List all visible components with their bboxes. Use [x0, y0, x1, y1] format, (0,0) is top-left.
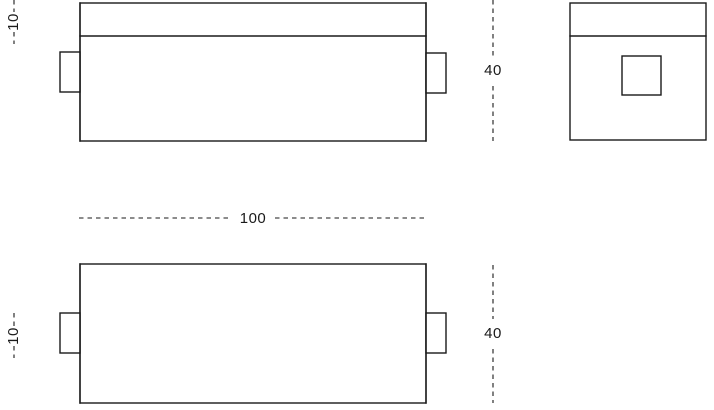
- dimension-100-label: 100: [240, 210, 267, 227]
- side-view-right: [569, 2, 707, 141]
- dimension-40-bottom-right: 40: [484, 265, 502, 403]
- front-view-upper-body: [79, 2, 427, 142]
- dimension-100-middle: 100: [79, 210, 427, 227]
- front-view-lower-tab-left: [59, 312, 81, 354]
- dimension-10-top-left: 10: [5, 0, 22, 44]
- front-view-lower-body: [79, 263, 427, 404]
- dimension-10-top-left-label: 10: [5, 13, 22, 31]
- dimension-40-bottom-right-label: 40: [484, 325, 502, 342]
- dimension-40-top-right-label: 40: [484, 62, 502, 79]
- front-view-upper-tab-left: [59, 51, 81, 93]
- front-view-upper: [59, 2, 447, 142]
- dimension-40-top-right: 40: [484, 0, 502, 141]
- dimension-10-bottom-left-label: 10: [5, 327, 22, 345]
- side-view-inner-square: [621, 55, 662, 96]
- front-view-upper-tab-right: [425, 52, 447, 94]
- front-view-lower: [59, 263, 447, 404]
- dimension-10-bottom-left: 10: [5, 313, 22, 358]
- front-view-lower-tab-right: [425, 312, 447, 354]
